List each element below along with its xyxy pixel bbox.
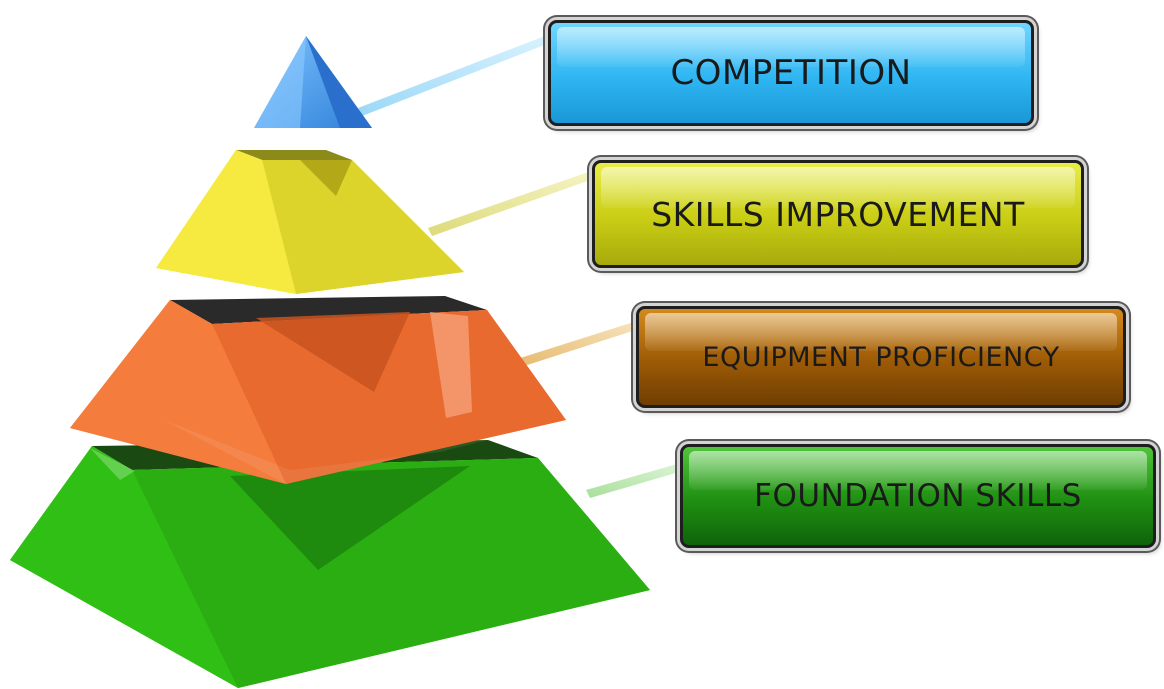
tier-label-skills-improvement: SKILLS IMPROVEMENT xyxy=(592,160,1084,268)
tier-foundation xyxy=(10,440,650,688)
tier-label-text: EQUIPMENT PROFICIENCY xyxy=(702,341,1060,373)
tier-label-text: COMPETITION xyxy=(670,53,912,93)
tier-label-text: FOUNDATION SKILLS xyxy=(754,478,1082,514)
tier-label-foundation-skills: FOUNDATION SKILLS xyxy=(680,444,1156,548)
tier-label-text: SKILLS IMPROVEMENT xyxy=(651,194,1025,234)
connector-foundation xyxy=(586,462,686,498)
connector-skills xyxy=(428,170,596,236)
tier-equipment xyxy=(70,296,566,484)
tier-label-equipment-proficiency: EQUIPMENT PROFICIENCY xyxy=(636,306,1126,408)
connector-lines xyxy=(358,34,686,498)
connector-equipment xyxy=(514,320,642,368)
tier-skills xyxy=(156,150,464,294)
tier-competition xyxy=(254,36,372,128)
connector-competition xyxy=(358,34,552,116)
tier-label-competition: COMPETITION xyxy=(548,20,1034,126)
